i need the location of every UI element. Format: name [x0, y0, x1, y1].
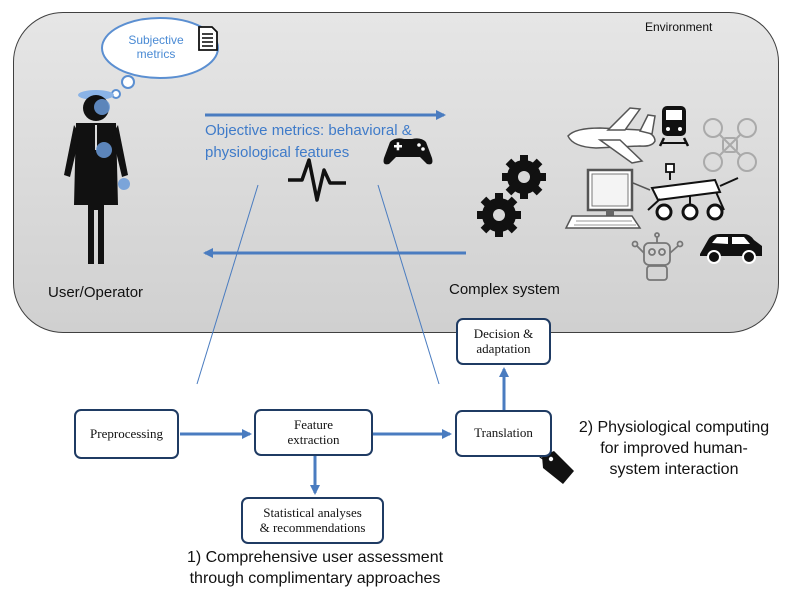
- complex-system-label: Complex system: [449, 281, 560, 298]
- train-icon: [658, 106, 690, 147]
- drone-icon: [703, 118, 757, 172]
- funnel-line-right: [377, 184, 440, 385]
- decision-line2: adaptation: [476, 340, 531, 356]
- car-icon: [700, 234, 762, 264]
- heartbeat-icon: [288, 158, 346, 202]
- decision-line1: Decision &: [473, 325, 534, 341]
- preprocessing-label: Preprocessing: [90, 425, 163, 441]
- person-icon: [64, 90, 130, 264]
- subjective-metrics-label: Subjective metrics: [128, 33, 184, 62]
- airplane-icon: [567, 107, 656, 164]
- funnel-line-left: [196, 184, 259, 385]
- translation-label: Translation: [474, 425, 533, 441]
- objective-metrics-line1: Objective metrics: behavioral &: [205, 122, 412, 139]
- objective-metrics-line2: physiological features: [205, 143, 350, 161]
- feature-extraction-line1: Feature: [294, 416, 333, 432]
- user-operator-label: User/Operator: [48, 284, 144, 301]
- computer-icon: [564, 168, 651, 229]
- physiological-computing-caption: 2) Physiological computing for improved …: [558, 418, 790, 480]
- assessment-caption: 1) Comprehensive user assessment through…: [150, 548, 480, 590]
- environment-label: Environment: [645, 20, 713, 34]
- physio-caption-line2: for improved human-: [600, 439, 748, 457]
- document-icon: [198, 26, 218, 51]
- stats-line2: & recommendations: [259, 519, 366, 535]
- physio-caption-line3: system interaction: [609, 460, 739, 478]
- feature-extraction-line2: extraction: [287, 431, 340, 447]
- physio-caption-line1: 2) Physiological computing: [578, 419, 770, 436]
- assessment-caption-line1: 1) Comprehensive user assessment: [186, 549, 444, 566]
- gear-icon: [477, 193, 521, 237]
- assessment-caption-line2: through complimentary approaches: [189, 569, 441, 587]
- rover-icon: [647, 163, 739, 221]
- feature-extraction-box: Feature extraction: [254, 409, 373, 456]
- decision-adaptation-box: Decision & adaptation: [456, 318, 551, 365]
- gear-icon: [502, 155, 546, 199]
- preprocessing-box: Preprocessing: [74, 409, 179, 459]
- robot-icon: [631, 232, 684, 281]
- translation-box: Translation: [455, 410, 552, 457]
- statistical-analyses-box: Statistical analyses & recommendations: [241, 497, 384, 544]
- stats-line1: Statistical analyses: [263, 504, 362, 520]
- objective-metrics-label: Objective metrics: behavioral & physiolo…: [205, 120, 455, 164]
- gamepad-icon: [383, 138, 433, 165]
